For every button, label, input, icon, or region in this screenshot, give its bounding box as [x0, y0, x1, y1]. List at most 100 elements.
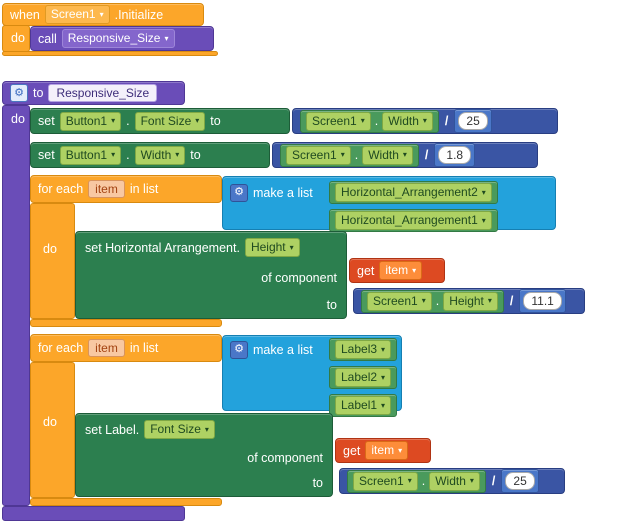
make-a-list-block[interactable]: ⚙ make a list Label3 ▾ Label2 ▾ [222, 335, 402, 417]
when-event-block[interactable]: when Screen1 ▾ .Initialize [2, 3, 204, 26]
component-block[interactable]: Horizontal_Arrangement2 ▾ [329, 181, 498, 204]
component-dropdown[interactable]: Label1 ▾ [335, 396, 392, 415]
chevron-down-icon: ▾ [398, 445, 403, 455]
event-component-dropdown[interactable]: Screen1 ▾ [44, 5, 110, 24]
variable-dropdown[interactable]: item ▾ [379, 261, 423, 280]
call-procedure-block[interactable]: call Responsive_Size ▾ [30, 26, 214, 51]
divide-operator: / [491, 474, 496, 488]
in-list-label: in list [129, 341, 159, 355]
property-dropdown[interactable]: Width ▾ [429, 471, 480, 491]
number-field[interactable]: 1.8 [438, 145, 472, 165]
component-block[interactable]: Label3 ▾ [329, 338, 398, 361]
set-property-block[interactable]: set Button1 ▾ . Font Size ▾ to [30, 108, 290, 134]
component-block[interactable]: Label2 ▾ [329, 366, 398, 389]
dropdown-value: Horizontal_Arrangement1 [341, 213, 478, 227]
dropdown-value: Button1 [65, 147, 108, 162]
chevron-down-icon: ▾ [164, 33, 169, 43]
property-dropdown[interactable]: Height ▾ [443, 291, 498, 311]
get-variable-block[interactable]: get item ▾ [335, 438, 431, 463]
when-block-do-slot[interactable]: do [2, 25, 30, 52]
foreach-label: for each [38, 182, 84, 196]
mutator-gear-icon[interactable]: ⚙ [230, 183, 248, 202]
procedure-name-field[interactable]: Responsive_Size [48, 84, 158, 102]
component-getter-block[interactable]: Screen1 ▾ . Height ▾ [361, 289, 504, 313]
number-field[interactable]: 25 [505, 471, 535, 491]
component-dropdown[interactable]: Screen1 ▾ [353, 471, 418, 491]
component-dropdown[interactable]: Label3 ▾ [335, 340, 392, 359]
chevron-down-icon: ▾ [111, 116, 116, 125]
number-block[interactable]: 1.8 [434, 142, 476, 168]
chevron-down-icon: ▾ [289, 242, 294, 252]
division-block[interactable]: Screen1 ▾ . Width ▾ / 1.8 [272, 142, 538, 168]
do-label: do [11, 31, 25, 45]
make-a-list-block[interactable]: ⚙ make a list Horizontal_Arrangement2 ▾ … [222, 176, 556, 232]
component-dropdown[interactable]: Horizontal_Arrangement1 ▾ [335, 211, 492, 230]
division-block[interactable]: Screen1 ▾ . Height ▾ / 11.1 [353, 288, 585, 314]
foreach-block-bottom[interactable] [30, 498, 222, 506]
number-block[interactable]: 25 [501, 468, 539, 494]
component-getter-block[interactable]: Screen1 ▾ . Width ▾ [300, 109, 439, 133]
loop-variable-field[interactable]: item [88, 180, 125, 198]
call-procedure-dropdown[interactable]: Responsive_Size ▾ [61, 29, 175, 48]
dropdown-value: Screen1 [312, 113, 357, 128]
divide-operator: / [509, 294, 514, 308]
component-dropdown[interactable]: Label2 ▾ [335, 368, 392, 387]
dropdown-value: Width [388, 113, 419, 128]
component-dropdown[interactable]: Screen1 ▾ [286, 145, 351, 165]
mutator-gear-icon[interactable]: ⚙ [10, 84, 28, 102]
get-variable-block[interactable]: get item ▾ [349, 258, 445, 283]
property-dropdown[interactable]: Width ▾ [134, 145, 186, 165]
variable-dropdown[interactable]: item ▾ [365, 441, 409, 460]
dot-label: . [126, 148, 130, 162]
component-getter-block[interactable]: Screen1 ▾ . Width ▾ [347, 469, 486, 493]
component-dropdown[interactable]: Button1 ▾ [59, 111, 122, 131]
property-dropdown[interactable]: Width ▾ [362, 145, 413, 165]
dropdown-value: Screen1 [373, 293, 418, 308]
property-dropdown[interactable]: Font Size ▾ [134, 111, 206, 131]
number-block[interactable]: 25 [454, 108, 492, 134]
dot-label: . [435, 294, 440, 308]
property-dropdown[interactable]: Font Size ▾ [144, 420, 215, 439]
component-dropdown[interactable]: Screen1 ▾ [306, 111, 371, 131]
set-generic-property-block[interactable]: set Label. Font Size ▾ of component to [75, 413, 333, 497]
property-dropdown[interactable]: Height ▾ [244, 238, 300, 257]
foreach-block-header[interactable]: for each item in list [30, 175, 222, 203]
component-block[interactable]: Horizontal_Arrangement1 ▾ [329, 209, 498, 232]
event-name-label: .Initialize [114, 7, 164, 22]
dropdown-value: Label3 [341, 342, 378, 356]
procedure-do-slot[interactable]: do [2, 105, 30, 506]
component-dropdown[interactable]: Screen1 ▾ [367, 291, 432, 311]
component-getter-block[interactable]: Screen1 ▾ . Width ▾ [280, 143, 419, 167]
number-field[interactable]: 25 [458, 111, 488, 131]
when-label: when [10, 7, 40, 22]
loop-variable-field[interactable]: item [88, 339, 125, 357]
foreach-block-bottom[interactable] [30, 319, 222, 327]
procedure-block-bottom[interactable] [2, 506, 185, 521]
dot-label: . [421, 474, 426, 488]
chevron-down-icon: ▾ [111, 150, 116, 159]
division-block[interactable]: Screen1 ▾ . Width ▾ / 25 [292, 108, 558, 134]
component-dropdown[interactable]: Horizontal_Arrangement2 ▾ [335, 183, 492, 202]
division-block[interactable]: Screen1 ▾ . Width ▾ / 25 [339, 468, 565, 494]
set-generic-property-block[interactable]: set Horizontal Arrangement. Height ▾ of … [75, 231, 347, 319]
chevron-down-icon: ▾ [402, 150, 407, 159]
foreach-do-slot[interactable]: do [30, 362, 75, 498]
when-block-bottom[interactable] [2, 51, 218, 56]
divide-operator: / [424, 148, 429, 162]
property-dropdown[interactable]: Width ▾ [382, 111, 433, 131]
procedure-definition-header[interactable]: ⚙ to Responsive_Size [2, 81, 185, 105]
make-a-list-label: make a list [253, 342, 313, 357]
foreach-do-slot[interactable]: do [30, 203, 75, 319]
mutator-gear-icon[interactable]: ⚙ [230, 340, 248, 359]
component-dropdown[interactable]: Button1 ▾ [59, 145, 122, 165]
chevron-down-icon: ▾ [407, 476, 412, 485]
of-component-label: of component [261, 270, 337, 285]
chevron-down-icon: ▾ [340, 150, 345, 159]
number-block[interactable]: 11.1 [519, 288, 566, 314]
number-field[interactable]: 11.1 [523, 291, 562, 311]
chevron-down-icon: ▾ [204, 424, 209, 434]
foreach-block-header[interactable]: for each item in list [30, 334, 222, 362]
set-property-block[interactable]: set Button1 ▾ . Width ▾ to [30, 142, 270, 168]
component-block[interactable]: Label1 ▾ [329, 394, 398, 417]
